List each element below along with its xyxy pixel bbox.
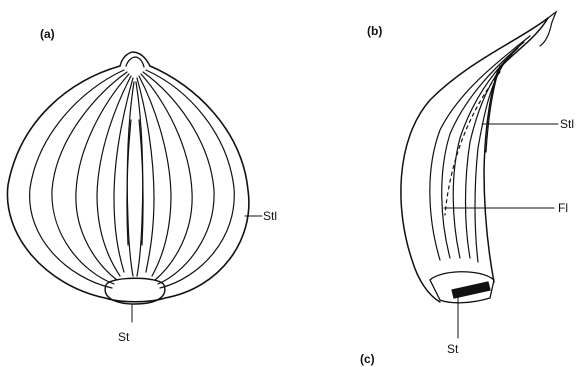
label-stl-a: Stl	[263, 209, 277, 223]
label-fl-b: Fl	[558, 201, 568, 215]
panel-label-b: (b)	[367, 24, 382, 38]
label-st-b: St	[447, 342, 458, 356]
bulb-outer-skin	[7, 66, 248, 302]
basal-plate-a	[105, 278, 165, 304]
scale-leaf-b	[401, 12, 558, 338]
label-st-a: St	[118, 330, 129, 344]
onion-bulb-a	[7, 52, 262, 322]
bulb-neck	[120, 52, 150, 66]
panel-label-a: (a)	[40, 27, 55, 41]
panel-label-c: (c)	[360, 352, 375, 366]
leaf-outline	[401, 18, 548, 302]
label-stl-b: Stl	[560, 117, 574, 131]
